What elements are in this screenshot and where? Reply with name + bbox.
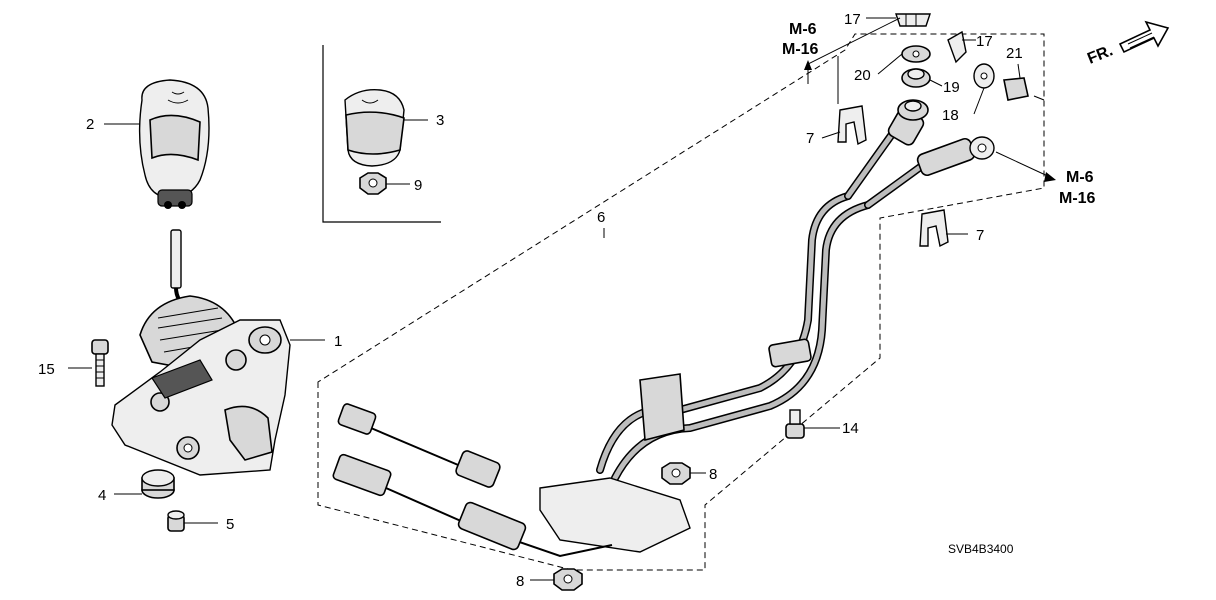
callout-17-right: 17 xyxy=(976,33,993,50)
diagram-code: SVB4B3400 xyxy=(948,542,1014,556)
shifter-base-part-1 xyxy=(111,229,291,476)
front-marker-label: FR. xyxy=(1085,42,1115,67)
callout-15: 15 xyxy=(38,361,55,378)
bushing-part-18 xyxy=(897,99,929,121)
callout-labels: 2 1 15 4 5 3 9 6 7 7 8 8 14 17 17 21 20 … xyxy=(38,11,1023,590)
callout-21: 21 xyxy=(1006,45,1023,62)
ref-top-m16[interactable]: M-16 xyxy=(782,41,819,58)
callout-8-upper: 8 xyxy=(709,466,717,483)
washer-part-20 xyxy=(901,45,931,63)
callout-17-upper: 17 xyxy=(844,11,861,28)
shift-knob-part-3 xyxy=(344,89,405,167)
bushing-part-19 xyxy=(901,68,931,88)
callout-5: 5 xyxy=(226,516,234,533)
callout-8-lower: 8 xyxy=(516,573,524,590)
callout-1: 1 xyxy=(334,333,342,350)
bushing-part-4 xyxy=(141,469,175,499)
ref-right-m6[interactable]: M-6 xyxy=(1066,169,1094,186)
callout-7-lower: 7 xyxy=(976,227,984,244)
callout-19: 19 xyxy=(943,79,960,96)
clip-part-17-right xyxy=(947,30,967,64)
callout-18: 18 xyxy=(942,107,959,124)
bolt-part-14 xyxy=(785,409,805,439)
callout-6: 6 xyxy=(597,209,605,226)
nut-part-8-lower xyxy=(553,568,583,591)
clip-part-7-lower xyxy=(919,209,949,248)
ref-top-m6[interactable]: M-6 xyxy=(789,21,817,38)
clip-part-17-upper xyxy=(895,13,931,27)
bolt-part-15 xyxy=(91,339,109,387)
shift-cable-part-6 xyxy=(332,108,995,558)
callout-7-upper: 7 xyxy=(806,130,814,147)
front-direction-marker: FR. xyxy=(1085,20,1170,68)
clip-part-21-b xyxy=(1003,77,1029,101)
ref-right-m16[interactable]: M-16 xyxy=(1059,190,1096,207)
section-references: M-6 M-16 M-6 M-16 xyxy=(782,21,1096,207)
callout-2: 2 xyxy=(86,116,94,133)
callout-9: 9 xyxy=(414,177,422,194)
callout-3: 3 xyxy=(436,112,444,129)
knob-subgroup-frame xyxy=(322,45,441,223)
callout-4: 4 xyxy=(98,487,106,504)
callout-20: 20 xyxy=(854,67,871,84)
nut-part-8-upper xyxy=(661,462,691,485)
shift-knob-part-2 xyxy=(138,79,210,209)
leader-lines xyxy=(68,17,1056,581)
washer-part-21-a xyxy=(973,63,995,89)
cable-assembly-group-frame xyxy=(317,33,1045,571)
clip-part-7-upper xyxy=(837,105,867,146)
nut-part-9 xyxy=(359,172,387,195)
callout-14: 14 xyxy=(842,420,859,437)
collar-part-5 xyxy=(167,510,185,532)
